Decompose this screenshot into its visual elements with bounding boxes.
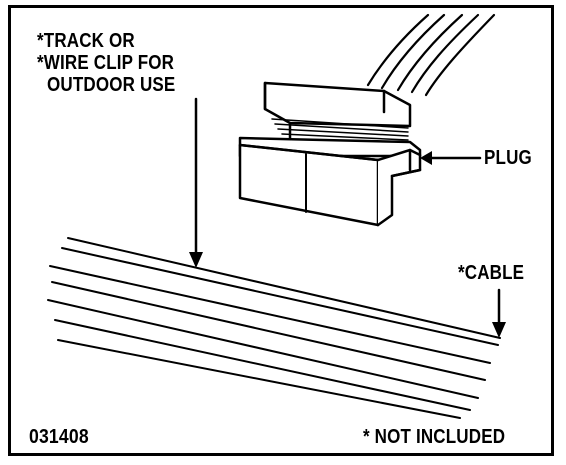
track-label-line-3: OUTDOOR USE: [47, 74, 176, 96]
not-included-footnote: * NOT INCLUDED: [363, 426, 506, 448]
figure-frame: [8, 5, 554, 456]
figure-code: 031408: [29, 426, 89, 448]
cable-arrowhead: [492, 322, 506, 338]
cable-strands: [47, 237, 501, 419]
cord-wires: [366, 13, 496, 97]
track-label-line-1: *TRACK OR: [37, 30, 135, 52]
track-arrowhead: [189, 252, 203, 268]
arrowheads: [189, 151, 506, 338]
cable-label: *CABLE: [458, 262, 525, 284]
plug-body: [238, 81, 422, 227]
plug-label: PLUG: [484, 147, 532, 169]
track-label-line-2: *WIRE CLIP FOR: [37, 52, 175, 74]
plug-arrowhead: [420, 151, 432, 165]
